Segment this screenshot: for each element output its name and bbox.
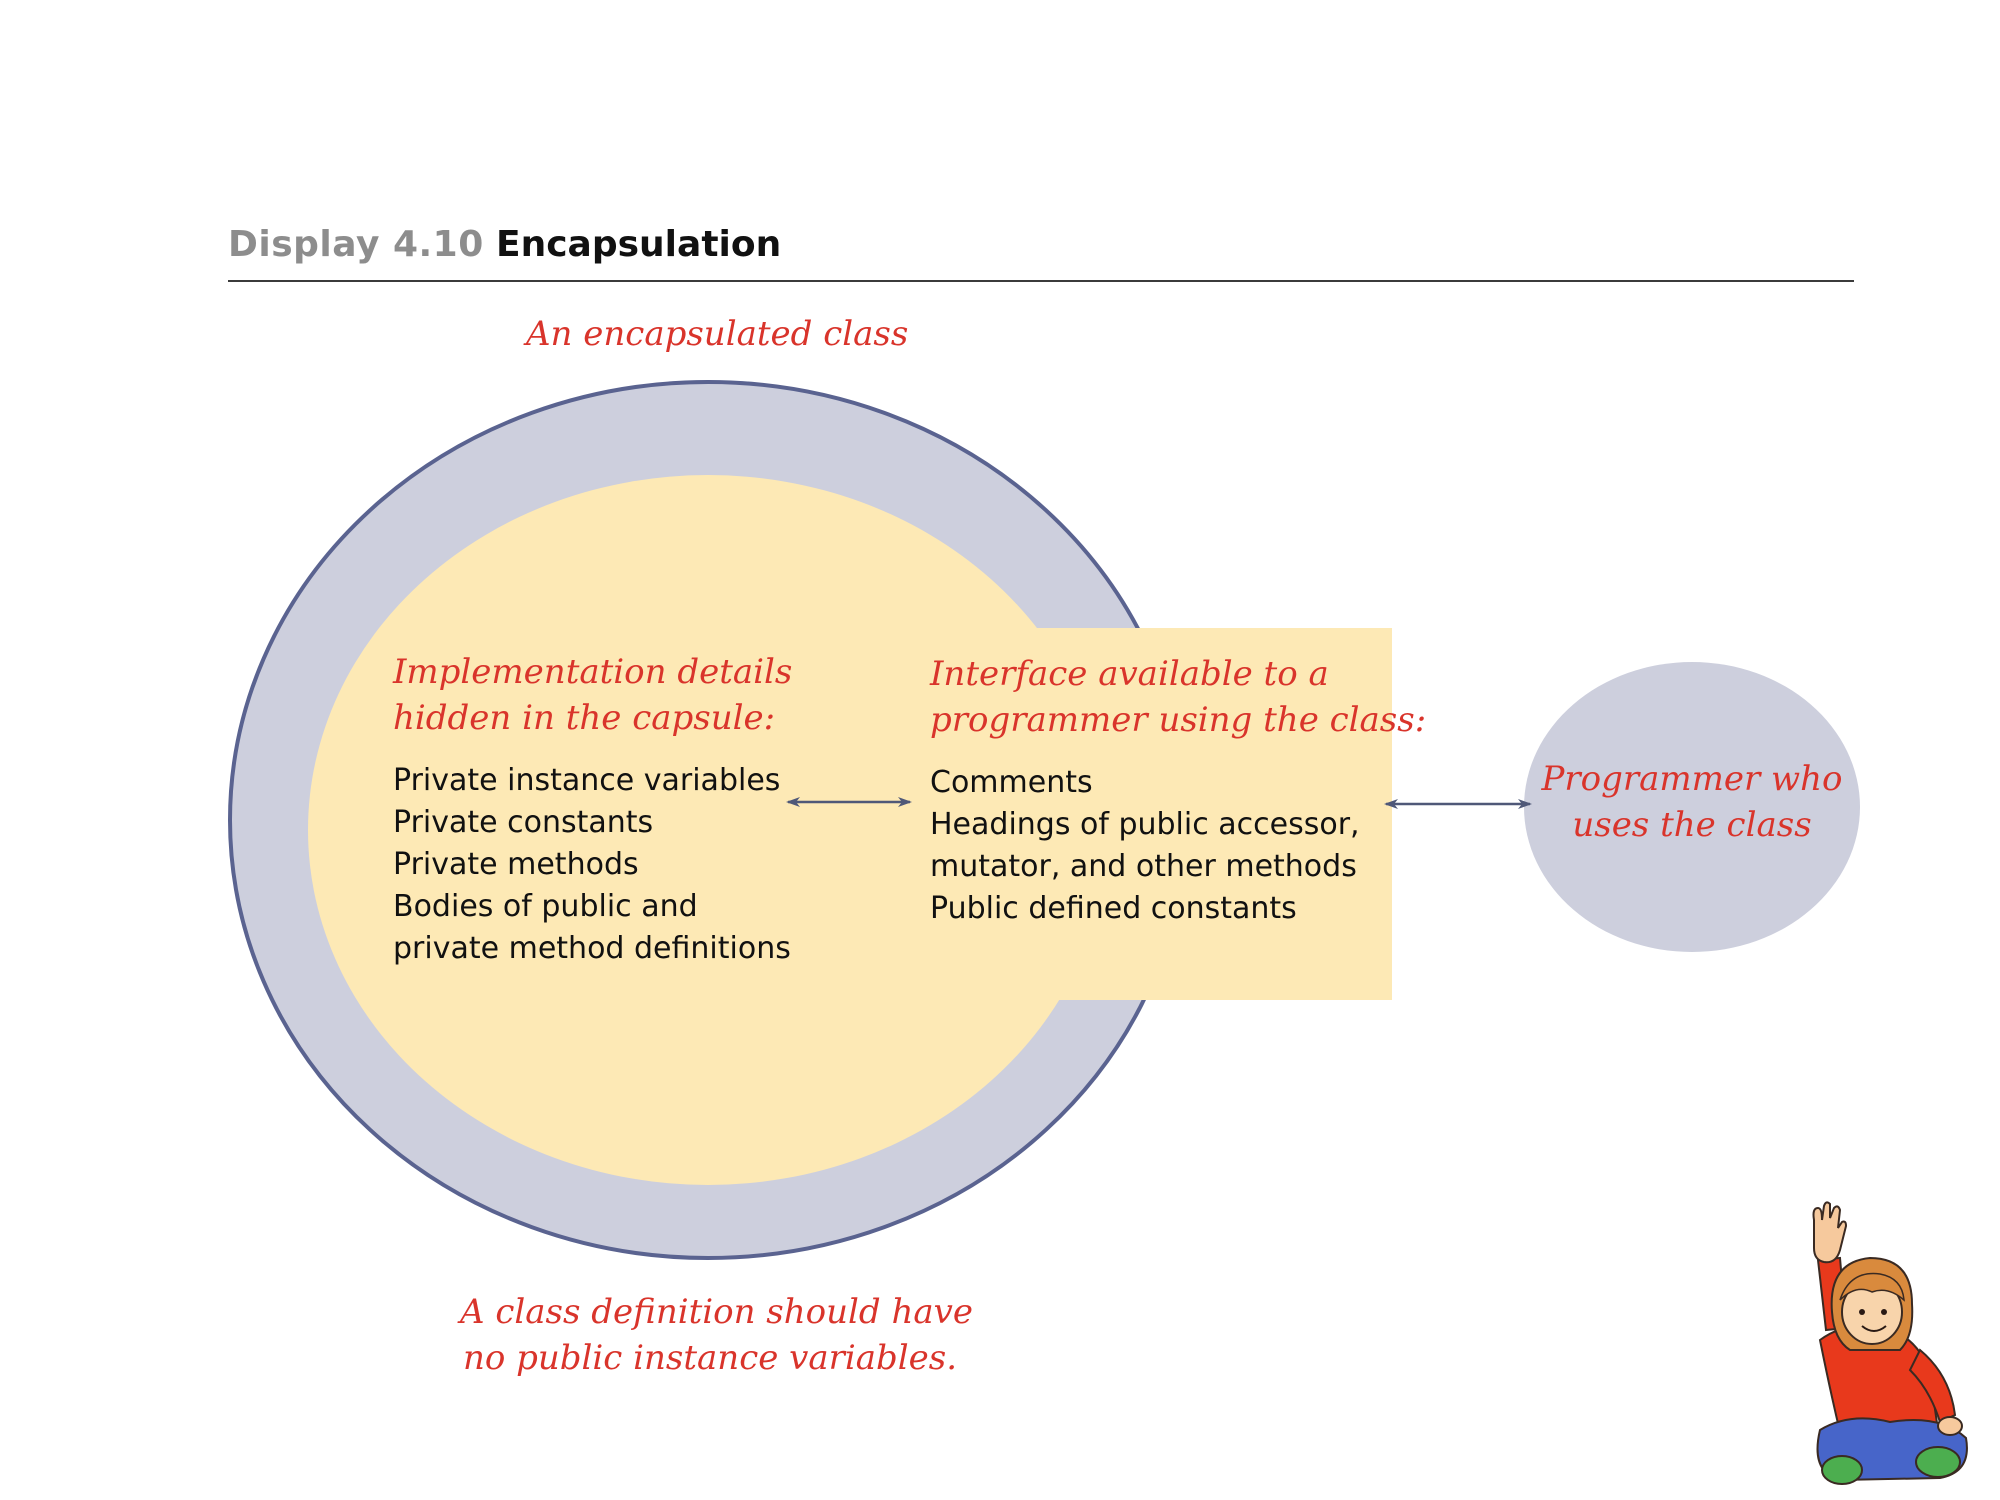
programmer-label-line1: Programmer who bbox=[1541, 759, 1843, 799]
implementation-heading: Implementation details hidden in the cap… bbox=[393, 650, 792, 742]
right-shoe bbox=[1915, 1446, 1961, 1478]
footnote: A class definition should have no public… bbox=[460, 1290, 973, 1382]
interface-heading-line1: Interface available to a bbox=[930, 654, 1329, 694]
right-eye bbox=[1881, 1309, 1887, 1315]
implementation-item: Bodies of public and bbox=[393, 889, 698, 924]
implementation-heading-line1: Implementation details bbox=[393, 652, 793, 692]
raised-hand bbox=[1812, 1201, 1848, 1264]
programmer-ellipse bbox=[1524, 662, 1860, 952]
left-eye bbox=[1859, 1309, 1865, 1315]
child-raising-hand-illustration bbox=[1812, 1201, 1968, 1485]
interface-item: Headings of public accessor, bbox=[930, 807, 1360, 842]
interface-heading-line2: programmer using the class: bbox=[930, 699, 1427, 740]
footnote-line2: no public instance variables. bbox=[462, 1337, 958, 1378]
bangs bbox=[1839, 1272, 1905, 1302]
implementation-list: Private instance variables Private const… bbox=[393, 760, 791, 970]
resting-hand bbox=[1937, 1416, 1963, 1436]
implementation-item: Private methods bbox=[393, 847, 639, 882]
interface-list: Comments Headings of public accessor, mu… bbox=[930, 762, 1360, 930]
left-shoe bbox=[1821, 1455, 1863, 1485]
display-number: Display 4.10 bbox=[228, 224, 484, 265]
footnote-line1: A class definition should have bbox=[460, 1292, 973, 1332]
smile bbox=[1861, 1325, 1887, 1332]
programmer-label-line2: uses the class bbox=[1572, 804, 1812, 845]
programmer-label: Programmer who uses the class bbox=[1524, 757, 1860, 849]
implementation-heading-line2: hidden in the capsule: bbox=[393, 697, 776, 738]
display-header: Display 4.10 Encapsulation bbox=[228, 222, 1854, 282]
interface-item: Comments bbox=[930, 765, 1093, 800]
interface-box bbox=[905, 628, 1392, 1000]
implementation-item: private method definitions bbox=[393, 931, 791, 966]
implementation-item: Private constants bbox=[393, 805, 654, 840]
interface-item: mutator, and other methods bbox=[930, 849, 1357, 884]
encapsulated-class-label: An encapsulated class bbox=[526, 314, 909, 354]
interface-item: Public defined constants bbox=[930, 891, 1297, 926]
interface-heading: Interface available to a programmer usin… bbox=[930, 652, 1426, 744]
implementation-item: Private instance variables bbox=[393, 763, 781, 798]
page-title: Encapsulation bbox=[496, 224, 782, 265]
